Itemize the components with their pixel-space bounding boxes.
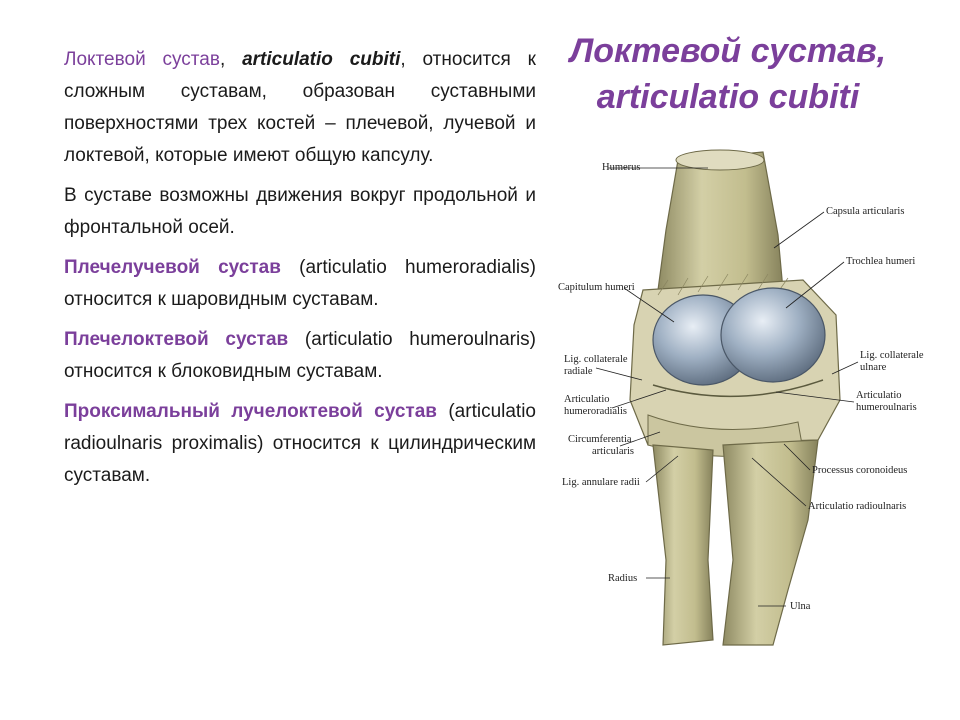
anatomy-svg: Humerus Capsula articularis Trochlea hum… <box>558 149 924 646</box>
label-ulna: Ulna <box>790 601 811 612</box>
label-art-radioulnaris: Articulatio radioulnaris <box>808 501 906 512</box>
label-humerus: Humerus <box>602 162 641 173</box>
slide-title: Локтевой сустав, articulatio cubiti <box>548 28 908 120</box>
paragraph-movements: В суставе возможны движения вокруг продо… <box>64 185 536 238</box>
humeroulnar-text: (articulatio humeroulnaris) относится к … <box>64 329 537 382</box>
label-leaders <box>595 167 859 607</box>
term-humeroulnar: Плечелоктевой сустав <box>64 329 289 350</box>
label-circumferentia-1: Circumferentia <box>568 434 632 445</box>
label-lig-coll-ulnare-2: ulnare <box>860 362 887 373</box>
humerus-cut <box>675 149 765 171</box>
body-text: Локтевой сустав, articulatio cubiti, отн… <box>64 44 536 500</box>
humerus-bone <box>657 151 784 291</box>
elbow-joint-illustration: Humerus Capsula articularis Trochlea hum… <box>548 140 948 650</box>
paragraph-definition: Локтевой сустав, articulatio cubiti, отн… <box>64 44 536 172</box>
joint-line <box>652 379 824 398</box>
label-lig-annulare: Lig. annulare radii <box>562 477 640 488</box>
title-line-2: articulatio cubiti <box>596 78 860 116</box>
paragraph-humeroulnar: Плечелоктевой сустав (articulatio humero… <box>64 324 536 388</box>
label-art-humeroradialis-1: Articulatio <box>564 394 610 405</box>
label-art-humeroradialis-2: humeroradialis <box>564 406 627 417</box>
radius-bone <box>652 444 714 646</box>
label-circumferentia-2: articularis <box>592 446 634 457</box>
label-radius: Radius <box>608 573 637 584</box>
trochlea-cartilage <box>720 287 826 383</box>
label-lig-coll-radiale-2: radiale <box>564 366 593 377</box>
comma-sep: , <box>219 49 243 70</box>
humeroradial-text: (articulatio humeroradialis) относится к… <box>64 257 536 310</box>
term-humeroradial: Плечелучевой сустав <box>64 257 281 278</box>
label-capsula: Capsula articularis <box>826 206 904 217</box>
radioulnar-text: (articulatio radioulnaris proximalis) от… <box>64 401 536 486</box>
term-elbow-joint: Локтевой сустав <box>64 49 220 70</box>
paragraph-humeroradial: Плечелучевой сустав (articulatio humeror… <box>64 252 536 316</box>
term-latin: articulatio cubiti <box>242 49 401 70</box>
ulna-bone <box>722 439 819 646</box>
paragraph-radioulnar: Проксимальный лучелоктевой сустав (artic… <box>64 396 536 492</box>
label-lig-coll-ulnare-1: Lig. collaterale <box>860 350 924 361</box>
capsule-fibers <box>657 273 789 296</box>
label-capitulum: Capitulum humeri <box>558 282 635 293</box>
label-art-humeroulnaris-2: humeroulnaris <box>856 402 917 413</box>
term-radioulnar: Проксимальный лучелоктевой сустав <box>64 401 437 422</box>
label-lig-coll-radiale-1: Lig. collaterale <box>564 354 628 365</box>
title-line-1: Локтевой сустав, <box>569 32 887 70</box>
label-art-humeroulnaris-1: Articulatio <box>856 390 902 401</box>
label-processus: Processus coronoideus <box>812 465 907 476</box>
definition-text: , относится к сложным суставам, образова… <box>64 49 536 166</box>
label-trochlea: Trochlea humeri <box>846 256 915 267</box>
